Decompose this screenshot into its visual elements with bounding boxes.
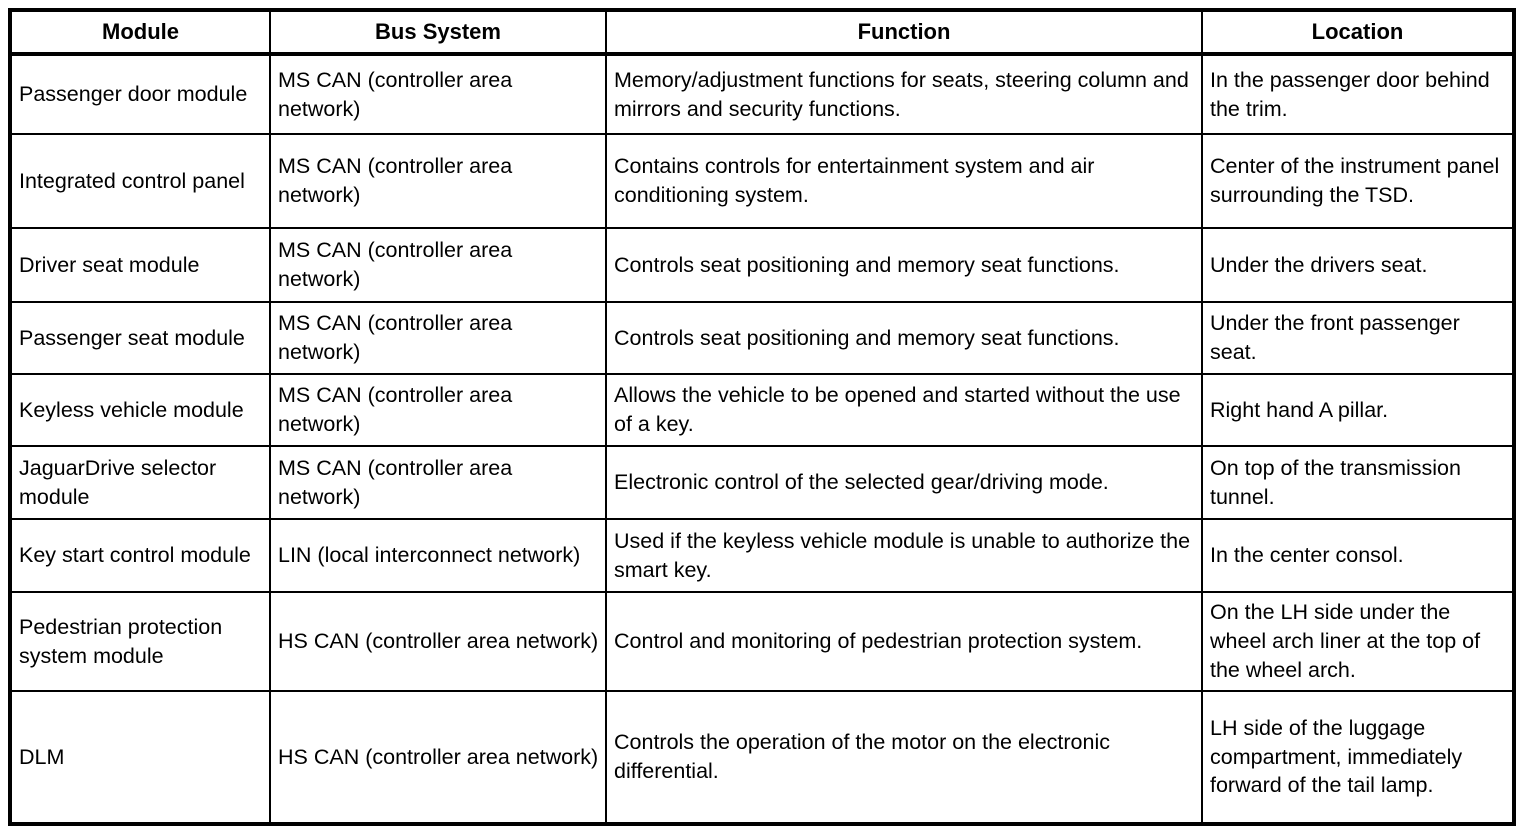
cell-bus-system: MS CAN (controller area network) [269,227,607,303]
cell-location: In the passenger door behind the trim. [1201,53,1515,135]
table-row: Keyless vehicle module MS CAN (controlle… [9,373,1515,447]
cell-location: Right hand A pillar. [1201,373,1515,447]
cell-function: Electronic control of the selected gear/… [605,445,1203,520]
cell-function: Controls seat positioning and memory sea… [605,227,1203,303]
cell-bus-system: MS CAN (controller area network) [269,373,607,447]
cell-bus-system: HS CAN (controller area network) [269,591,607,692]
module-bus-table: Module Bus System Function Location Pass… [8,8,1516,826]
cell-location: LH side of the luggage compartment, imme… [1201,690,1515,825]
cell-module: Key start control module [9,518,271,593]
table-row: Key start control module LIN (local inte… [9,518,1515,593]
table-row: Pedestrian protection system module HS C… [9,591,1515,692]
document-page: Module Bus System Function Location Pass… [8,8,1516,826]
cell-location: Under the drivers seat. [1201,227,1515,303]
cell-bus-system: MS CAN (controller area network) [269,53,607,135]
cell-module: DLM [9,690,271,825]
cell-module: Keyless vehicle module [9,373,271,447]
table-row: Passenger door module MS CAN (controller… [9,53,1515,135]
table-header-row: Module Bus System Function Location [9,9,1515,56]
column-header-bus-system: Bus System [269,9,607,56]
cell-bus-system: MS CAN (controller area network) [269,445,607,520]
cell-function: Contains controls for entertainment syst… [605,133,1203,229]
cell-module: Passenger door module [9,53,271,135]
cell-module: Passenger seat module [9,301,271,375]
table-row: DLM HS CAN (controller area network) Con… [9,690,1515,825]
table-row: Passenger seat module MS CAN (controller… [9,301,1515,375]
cell-location: In the center consol. [1201,518,1515,593]
cell-bus-system: MS CAN (controller area network) [269,133,607,229]
table-row: Driver seat module MS CAN (controller ar… [9,227,1515,303]
column-header-function: Function [605,9,1203,56]
cell-bus-system: LIN (local interconnect network) [269,518,607,593]
cell-function: Allows the vehicle to be opened and star… [605,373,1203,447]
cell-location: Under the front passenger seat. [1201,301,1515,375]
cell-location: Center of the instrument panel surroundi… [1201,133,1515,229]
cell-location: On the LH side under the wheel arch line… [1201,591,1515,692]
cell-module: Driver seat module [9,227,271,303]
table-row: JaguarDrive selector module MS CAN (cont… [9,445,1515,520]
cell-function: Control and monitoring of pedestrian pro… [605,591,1203,692]
cell-function: Memory/adjustment functions for seats, s… [605,53,1203,135]
cell-module: Pedestrian protection system module [9,591,271,692]
column-header-module: Module [9,9,271,56]
table-row: Integrated control panel MS CAN (control… [9,133,1515,229]
cell-function: Controls seat positioning and memory sea… [605,301,1203,375]
cell-function: Used if the keyless vehicle module is un… [605,518,1203,593]
cell-location: On top of the transmission tunnel. [1201,445,1515,520]
cell-module: Integrated control panel [9,133,271,229]
cell-bus-system: HS CAN (controller area network) [269,690,607,825]
cell-function: Controls the operation of the motor on t… [605,690,1203,825]
column-header-location: Location [1201,9,1515,56]
cell-module: JaguarDrive selector module [9,445,271,520]
cell-bus-system: MS CAN (controller area network) [269,301,607,375]
